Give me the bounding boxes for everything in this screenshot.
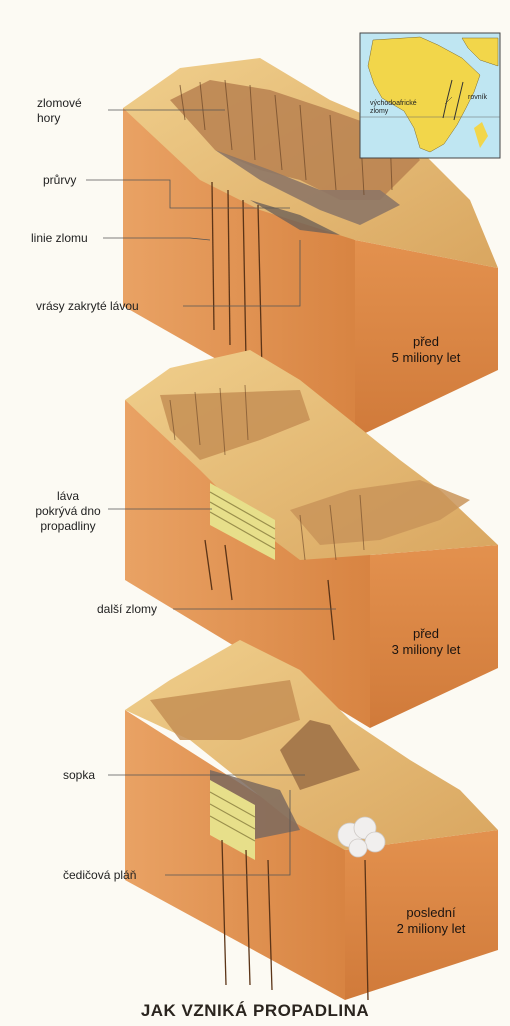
label-dalsi-zlomy: další zlomy: [97, 602, 157, 617]
era-block-1: před 5 miliony let: [386, 334, 466, 366]
label-zlomove-hory: zlomové hory: [37, 96, 82, 126]
block-2: [125, 350, 498, 728]
label-sopka: sopka: [63, 768, 95, 783]
label-vrasy: vrásy zakryté lávou: [36, 299, 139, 314]
label-linie-zlomu: linie zlomu: [31, 231, 88, 246]
label-prurvy: průrvy: [43, 173, 76, 188]
label-lava: láva pokrývá dno propadliny: [28, 489, 108, 534]
era-block-2: před 3 miliony let: [386, 626, 466, 658]
era-block-3: poslední 2 miliony let: [385, 905, 477, 937]
page-title: JAK VZNIKÁ PROPADLINA: [0, 1001, 510, 1021]
map-label-equator: rovník: [468, 94, 487, 102]
map-label-rift: východoafrické zlomy: [370, 100, 417, 116]
label-cedicova-plan: čedičová pláň: [63, 868, 136, 883]
